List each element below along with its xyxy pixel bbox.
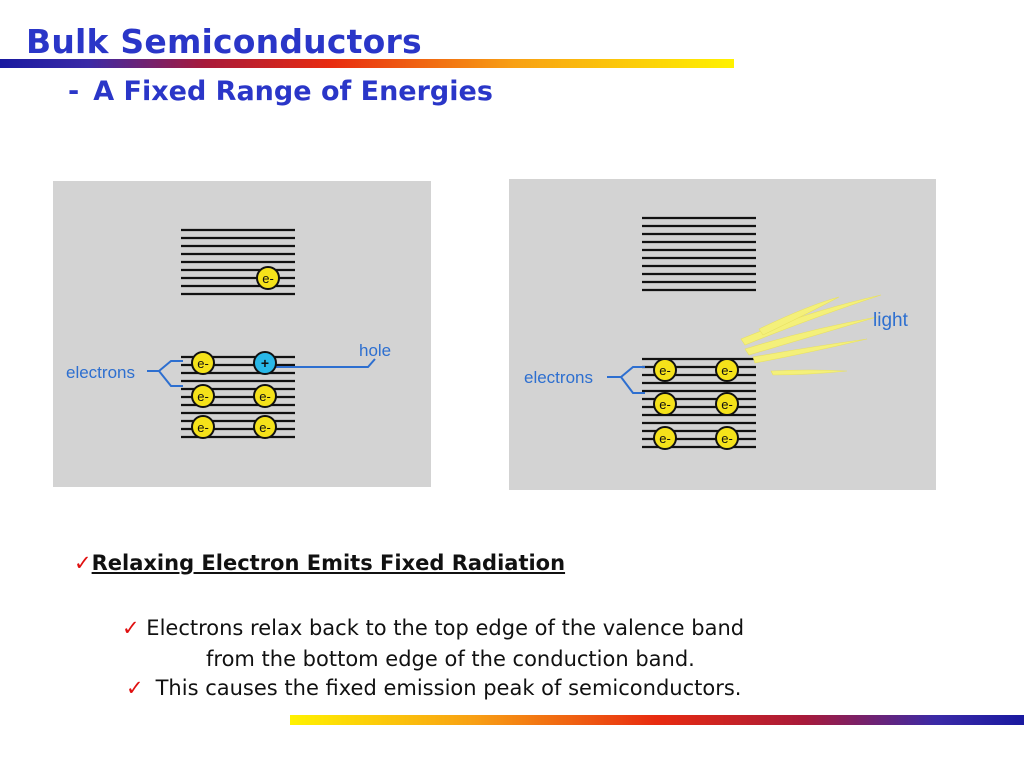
left-electrons-label: electrons (66, 363, 135, 382)
left-hole-label: hole (359, 341, 391, 360)
electron-label: e- (259, 389, 271, 404)
check-icon: ✓ (126, 676, 144, 700)
right-band-diagram: e- e- e- e- e- e- electrons light (509, 179, 936, 490)
electron-label: e- (262, 271, 274, 286)
check-icon: ✓ (74, 551, 92, 575)
right-electron-6: e- (715, 426, 739, 450)
bullet-item-1-line-1: Electrons relax back to the top edge of … (146, 616, 745, 640)
bullet-item-1-line-2: from the bottom edge of the conduction b… (206, 647, 695, 671)
left-band-diagram-svg: e- e- + e- e- e- e- electrons hole (66, 228, 391, 439)
left-hole: + (253, 351, 277, 375)
title-gradient-bar (0, 59, 734, 68)
electron-label: e- (659, 431, 671, 446)
left-hole-leader (275, 358, 376, 368)
left-conduction-band (181, 228, 295, 296)
bullet-heading: ✓Relaxing Electron Emits Fixed Radiation (74, 551, 565, 575)
bottom-gradient-bar (290, 715, 1024, 725)
hole-label: + (261, 355, 269, 371)
subtitle-dash: - (68, 76, 80, 107)
slide-title: Bulk Semiconductors (26, 22, 422, 61)
left-electron-1: e- (191, 351, 215, 375)
right-conduction-band (642, 216, 756, 292)
electron-label: e- (721, 363, 733, 378)
left-excited-electron: e- (256, 266, 280, 290)
slide-subtitle: -A Fixed Range of Energies (68, 76, 493, 107)
left-electron-4: e- (191, 415, 215, 439)
bullet-item-1: ✓ Electrons relax back to the top edge o… (122, 613, 852, 675)
bullet-item-2-text: This causes the fixed emission peak of s… (155, 676, 742, 700)
electron-label: e- (259, 420, 271, 435)
left-electron-5: e- (253, 415, 277, 439)
electron-label: e- (197, 389, 209, 404)
right-electron-5: e- (653, 426, 677, 450)
left-band-diagram: e- e- + e- e- e- e- electrons hole (53, 181, 431, 487)
left-electron-2: e- (191, 384, 215, 408)
right-electrons-bracket (607, 366, 645, 394)
left-electrons-bracket (147, 360, 183, 387)
bullet-heading-text: Relaxing Electron Emits Fixed Radiation (91, 551, 566, 575)
electron-label: e- (659, 363, 671, 378)
light-rays (740, 294, 882, 376)
right-band-diagram-svg: e- e- e- e- e- e- electrons light (524, 216, 909, 450)
electron-label: e- (721, 431, 733, 446)
electron-label: e- (197, 356, 209, 371)
left-electron-3: e- (253, 384, 277, 408)
bullet-item-2: ✓ This causes the fixed emission peak of … (126, 676, 741, 700)
electron-label: e- (659, 397, 671, 412)
electron-label: e- (721, 397, 733, 412)
right-electrons-label: electrons (524, 368, 593, 387)
right-electron-2: e- (715, 358, 739, 382)
right-electron-3: e- (653, 392, 677, 416)
subtitle-text: A Fixed Range of Energies (93, 76, 493, 107)
right-light-label: light (873, 310, 909, 331)
check-icon: ✓ (122, 616, 140, 640)
electron-label: e- (197, 420, 209, 435)
right-electron-1: e- (653, 358, 677, 382)
right-electron-4: e- (715, 392, 739, 416)
